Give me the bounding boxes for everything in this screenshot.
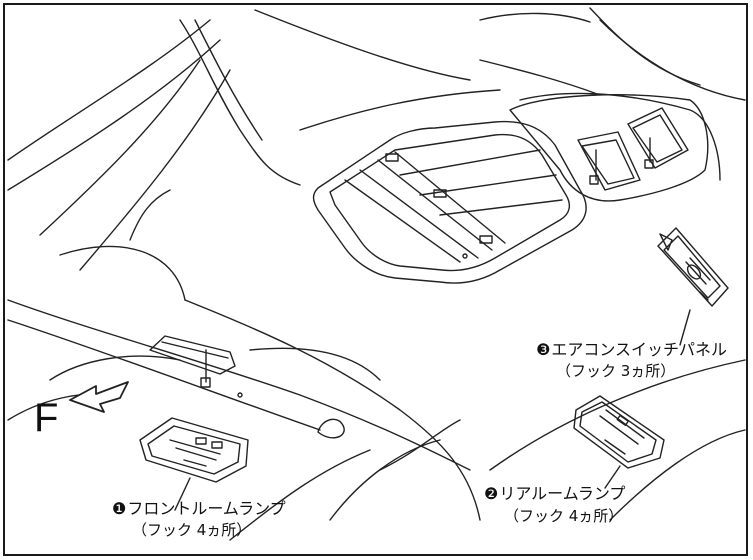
front-lamp-housing <box>149 335 243 398</box>
callout-marker-1: ❶ <box>112 499 127 518</box>
misc-details <box>129 189 345 439</box>
callout-marker-2: ❷ <box>484 484 499 503</box>
sunroof <box>312 120 587 284</box>
callout-marker-3: ❸ <box>536 340 551 359</box>
callout-rear-room-lamp: ❷リアルームランプ <box>484 484 625 504</box>
rear-room-lamp <box>573 395 665 489</box>
forward-direction-arrow <box>69 381 129 413</box>
callout-note-front-room-lamp: （フック 4ヵ所） <box>132 521 252 539</box>
callout-note-rear-room-lamp: （フック 4ヵ所） <box>504 507 624 525</box>
callout-front-room-lamp: ❶フロントルームランプ <box>112 499 286 519</box>
callout-ac-switch-panel: ❸エアコンスイッチパネル <box>536 340 727 360</box>
forward-label: F <box>34 396 59 440</box>
overhead-console-rear <box>509 94 709 202</box>
callout-name-2: リアルームランプ <box>499 484 626 503</box>
front-room-lamp <box>139 417 249 511</box>
ac-switch-panel <box>657 227 729 346</box>
callout-name-3: エアコンスイッチパネル <box>551 340 728 359</box>
callout-note-ac-switch-panel: （フック 3ヵ所） <box>556 362 676 380</box>
callout-name-1: フロントルームランプ <box>127 499 286 518</box>
headliner-contours <box>7 7 746 541</box>
